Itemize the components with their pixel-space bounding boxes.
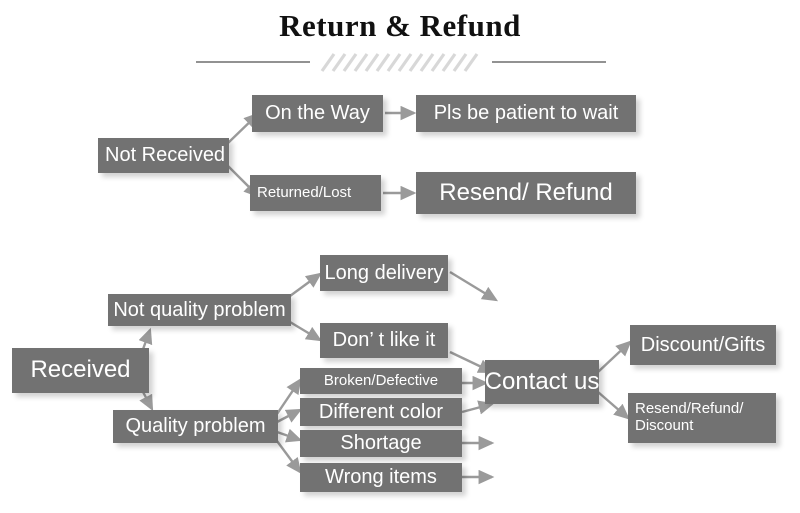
node-contact-us[interactable]: Contact us	[485, 360, 599, 404]
arrow-longdelivery-contactus	[449, 270, 499, 302]
arrow-quality-wrongitems	[276, 440, 302, 474]
arrow-received-quality	[139, 389, 154, 412]
node-shortage[interactable]: Shortage	[300, 430, 462, 457]
node-on-the-way[interactable]: On the Way	[252, 95, 383, 132]
node-not-received[interactable]: Not Received	[98, 138, 229, 173]
node-quality-problem[interactable]: Quality problem	[113, 410, 278, 443]
arrow-quality-shortage	[276, 428, 303, 443]
node-dont-like-it[interactable]: Don’ t like it	[320, 323, 448, 358]
divider-hatch-icon	[320, 53, 479, 72]
arrow-notquality-longdelivery	[289, 272, 322, 297]
arrow-notquality-dontlike	[289, 320, 323, 342]
arrow-contactus-discountgifts	[597, 340, 632, 373]
arrow-quality-differentcolor	[276, 408, 303, 424]
node-returned-lost[interactable]: Returned/Lost	[250, 175, 381, 211]
title-divider	[196, 53, 606, 72]
arrow-quality-broken	[276, 378, 302, 415]
page-title: Return & Refund	[279, 8, 521, 43]
node-resend-refund-discount-line2: Discount	[635, 417, 694, 434]
node-discount-gifts[interactable]: Discount/Gifts	[630, 325, 776, 365]
node-different-color[interactable]: Different color	[300, 398, 462, 426]
node-wrong-items[interactable]: Wrong items	[300, 463, 462, 492]
arrow-differentcolor-contactus	[461, 400, 495, 415]
arrow-contactus-resendrefunddiscount	[597, 391, 630, 420]
node-not-quality-problem[interactable]: Not quality problem	[108, 294, 291, 326]
node-long-delivery[interactable]: Long delivery	[320, 255, 448, 291]
node-received[interactable]: Received	[12, 348, 149, 393]
node-resend-refund-discount[interactable]: Resend/Refund/ Discount	[628, 393, 776, 443]
node-resend-refund[interactable]: Resend/ Refund	[416, 172, 636, 214]
node-pls-be-patient-to-wait[interactable]: Pls be patient to wait	[416, 95, 636, 132]
node-broken-defective[interactable]: Broken/Defective	[300, 368, 462, 394]
node-resend-refund-discount-line1: Resend/Refund/	[635, 400, 744, 418]
